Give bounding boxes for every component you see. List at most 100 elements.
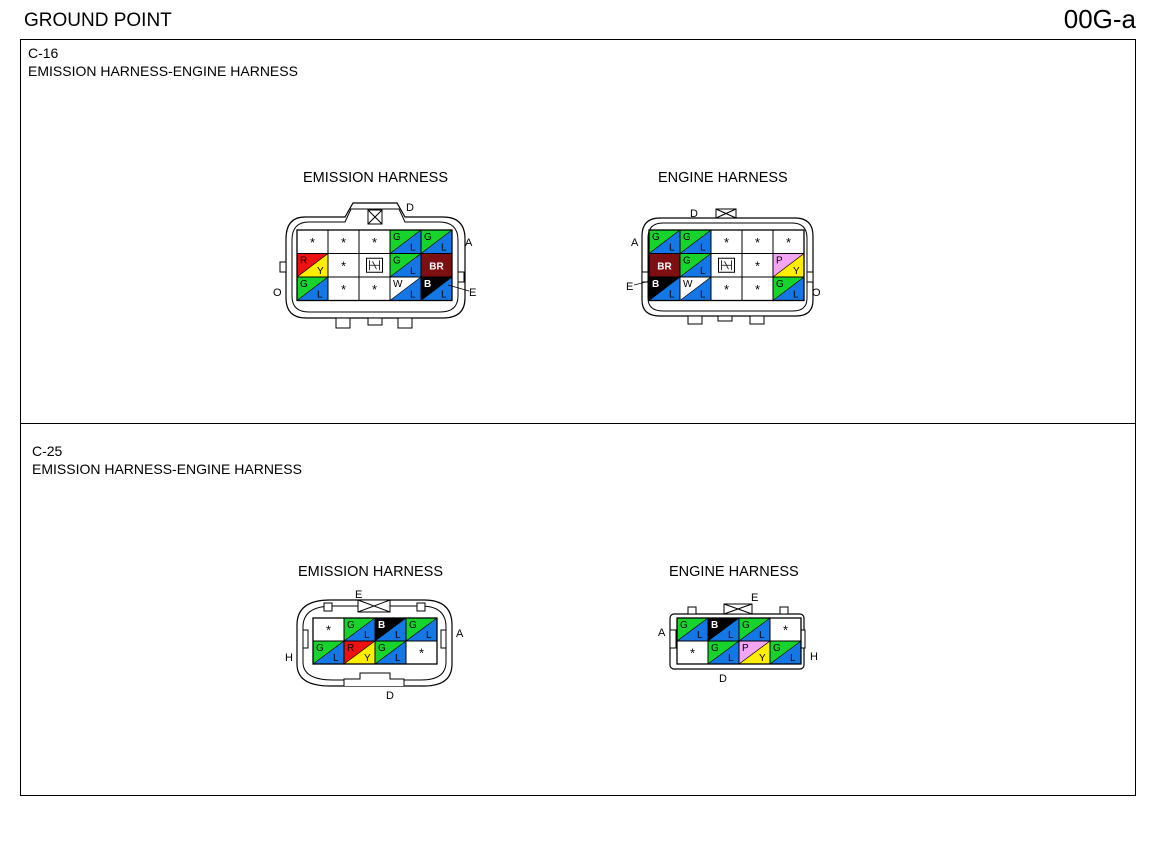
- cavity-1-2: BL: [707, 617, 740, 642]
- cavity-3-3: *: [710, 276, 743, 301]
- wire-stripe-color: L: [669, 290, 675, 301]
- cavity-1-5: GL: [420, 229, 453, 254]
- cavity-3-2: WL: [679, 276, 712, 301]
- wire-stripe-color: L: [700, 243, 706, 254]
- cavity-3-4: WL: [389, 276, 422, 301]
- cavity-2-5: BR: [420, 253, 453, 278]
- cavity-label-e: E: [626, 281, 633, 293]
- cavity-2-3: GL: [374, 640, 407, 665]
- cavity-empty-mark: *: [783, 623, 788, 638]
- cavity-empty-mark: *: [372, 282, 377, 297]
- wire-stripe-color: Y: [759, 653, 766, 664]
- cavity-empty-mark: *: [372, 235, 377, 250]
- wire-base-color: R: [300, 256, 307, 267]
- wire-base-color: P: [776, 256, 783, 267]
- cavity-label-o: O: [812, 287, 821, 299]
- wire-stripe-color: L: [395, 653, 401, 664]
- wire-stripe-color: L: [441, 243, 447, 254]
- wire-base-color: G: [776, 279, 784, 290]
- wire-base-color: G: [680, 620, 688, 631]
- cavity-empty-mark: *: [341, 258, 346, 273]
- cavity-1-4: GL: [389, 229, 422, 254]
- wire-stripe-color: L: [410, 266, 416, 277]
- section-title: EMISSION HARNESS-ENGINE HARNESS: [28, 63, 298, 79]
- section-divider: [20, 423, 1136, 424]
- wire-base-color: W: [683, 279, 693, 290]
- wire-stripe-color: Y: [317, 266, 324, 277]
- cavity-3-1: GL: [296, 276, 329, 301]
- cavity-empty-mark: *: [755, 282, 760, 297]
- cavity-3-1: BL: [648, 276, 681, 301]
- cavity-empty-mark: *: [786, 235, 791, 250]
- wire-color-label: BR: [657, 261, 672, 272]
- cavity-3-4: *: [741, 276, 774, 301]
- wire-stripe-color: L: [426, 630, 432, 641]
- wire-stripe-color: L: [728, 630, 734, 641]
- cavity-2-4: GL: [769, 640, 802, 665]
- cavity-1-1: *: [296, 229, 329, 254]
- wire-base-color: B: [711, 620, 718, 631]
- cavity-empty-mark: *: [341, 282, 346, 297]
- cavity-1-4: *: [769, 617, 802, 642]
- cavity-1-3: *: [358, 229, 391, 254]
- cavity-1-3: GL: [738, 617, 771, 642]
- cavity-2-4: GL: [389, 253, 422, 278]
- cavity-2-5: PY: [772, 253, 805, 278]
- wire-base-color: G: [316, 643, 324, 654]
- wire-base-color: G: [300, 279, 308, 290]
- cavity-2-4: *: [741, 253, 774, 278]
- wire-base-color: W: [393, 279, 403, 290]
- wire-stripe-color: L: [441, 290, 447, 301]
- wire-base-color: G: [409, 620, 417, 631]
- wire-base-color: G: [393, 256, 401, 267]
- cavity-label-d: D: [406, 202, 414, 214]
- cavity-2-3: PY: [738, 640, 771, 665]
- wire-base-color: G: [393, 232, 401, 243]
- cavity-2-3: [710, 253, 743, 278]
- cavity-empty-mark: *: [690, 646, 695, 661]
- cavity-label-d: D: [719, 673, 727, 685]
- cavity-empty-mark: *: [310, 235, 315, 250]
- cavity-label-e: E: [751, 592, 758, 604]
- cavity-label-h: H: [810, 651, 818, 663]
- cavity-3-5: GL: [772, 276, 805, 301]
- wire-base-color: G: [711, 643, 719, 654]
- wire-base-color: G: [742, 620, 750, 631]
- connector-title: EMISSION HARNESS: [303, 170, 449, 186]
- cavity-3-5: BL: [420, 276, 453, 301]
- cavity-1-2: GL: [679, 229, 712, 254]
- cavity-empty-mark: *: [326, 623, 331, 638]
- cavity-1-1: GL: [676, 617, 709, 642]
- wire-stripe-color: L: [728, 653, 734, 664]
- cavity-1-2: *: [327, 229, 360, 254]
- cavity-empty-mark: *: [724, 282, 729, 297]
- wire-stripe-color: L: [410, 290, 416, 301]
- cavity-label-h: H: [285, 652, 293, 664]
- cavity-2-1: BR: [648, 253, 681, 278]
- cavity-empty-mark: *: [755, 235, 760, 250]
- page-code: 00G-a: [1063, 4, 1136, 34]
- cavity-label-d: D: [690, 208, 698, 220]
- cavity-1-2: GL: [343, 617, 376, 642]
- cavity-2-4: *: [405, 640, 438, 665]
- wire-base-color: B: [652, 279, 659, 290]
- diagram-frame: [20, 39, 1136, 796]
- connector-title: ENGINE HARNESS: [658, 170, 788, 186]
- wire-base-color: R: [347, 643, 354, 654]
- cavity-2-2: GL: [679, 253, 712, 278]
- cavity-empty-mark: *: [341, 235, 346, 250]
- wire-color-label: BR: [429, 261, 444, 272]
- cavity-3-3: *: [358, 276, 391, 301]
- wire-base-color: G: [683, 256, 691, 267]
- cavity-empty-mark: *: [419, 646, 424, 661]
- cavity-label-e: E: [469, 287, 476, 299]
- cavity-1-3: *: [710, 229, 743, 254]
- wire-stripe-color: L: [700, 266, 706, 277]
- wire-base-color: B: [378, 620, 385, 631]
- cavity-label-a: A: [465, 237, 473, 249]
- cavity-2-2: *: [327, 253, 360, 278]
